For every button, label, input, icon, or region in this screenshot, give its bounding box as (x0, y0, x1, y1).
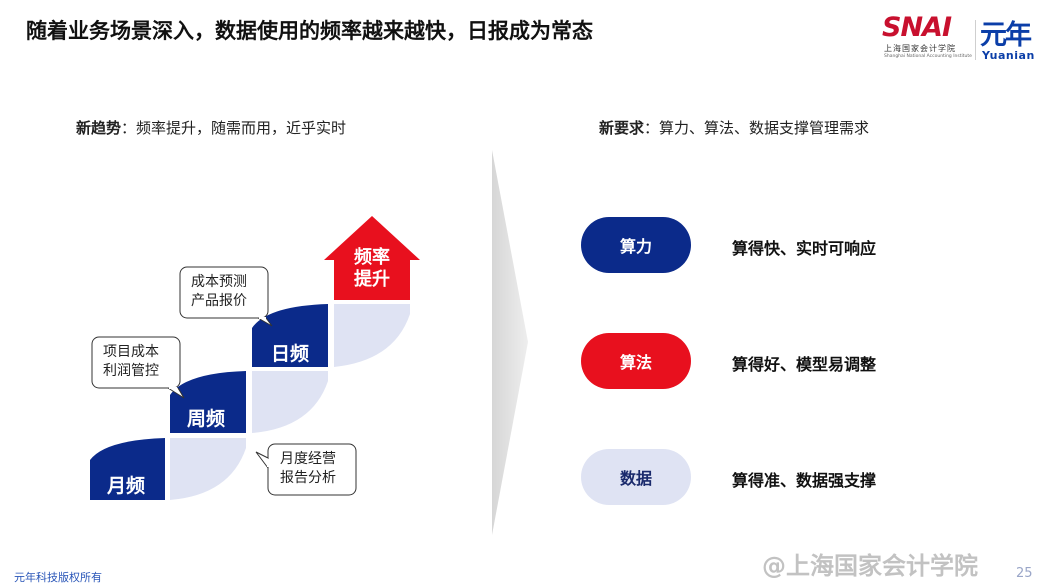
callout-bubble-2 (91, 336, 181, 389)
copyright-text: 元年科技版权所有 (14, 571, 102, 584)
yuanian-logo-en: Yuanian (982, 49, 1035, 62)
step-month-light-shape (170, 438, 246, 500)
callout-text-1: 成本预测产品报价 (191, 274, 247, 309)
step-label-week: 周频 (187, 408, 226, 430)
logo: SNAI 上海国家会计学院 Shanghai National Accounti… (882, 12, 1042, 64)
requirement-desc-compute: 算得快、实时可响应 (732, 239, 877, 258)
step-week-shape (170, 371, 246, 433)
callout-text-3: 月度经营报告分析 (280, 451, 336, 486)
frequency-staircase (90, 216, 420, 500)
yuanian-logo-cn: 元年 (980, 20, 1032, 51)
right-heading: 新要求：算力、算法、数据支撑管理需求 (599, 119, 870, 137)
page-number: 25 (1016, 566, 1033, 581)
step-day-shape (252, 304, 328, 367)
step-week-light-shape (252, 371, 328, 433)
requirement-pill-algorithm: 算法 (581, 333, 691, 389)
requirement-pill-compute: 算力 (581, 217, 691, 273)
callout-bubble-1 (179, 266, 269, 319)
page-title: 随着业务场景深入，数据使用的频率越来越快，日报成为常态 (26, 19, 593, 43)
requirement-pill-data: 数据 (581, 449, 691, 505)
step-label-month: 月频 (107, 475, 146, 497)
requirement-desc-algorithm: 算得好、模型易调整 (732, 355, 877, 374)
watermark: @上海国家会计学院 (762, 552, 978, 580)
snai-logo: SNAI (882, 12, 952, 43)
callout-bubble-3 (267, 443, 357, 496)
step-label-day: 日频 (271, 343, 310, 365)
logo-subtitle-en: Shanghai National Accounting Institute (884, 54, 972, 59)
requirement-desc-data: 算得准、数据强支撑 (732, 471, 877, 490)
frequency-up-arrow-icon (324, 216, 420, 300)
callout-text-2: 项目成本利润管控 (103, 344, 159, 379)
step-day-light-shape (334, 304, 410, 367)
logo-subtitle-cn: 上海国家会计学院 (884, 44, 956, 53)
logo-divider (975, 20, 976, 60)
section-divider-chevron (492, 150, 528, 535)
step-month-shape (90, 438, 165, 500)
left-heading: 新趋势：频率提升，随需而用，近乎实时 (76, 119, 347, 137)
arrow-label: 频率 提升 (354, 247, 390, 290)
